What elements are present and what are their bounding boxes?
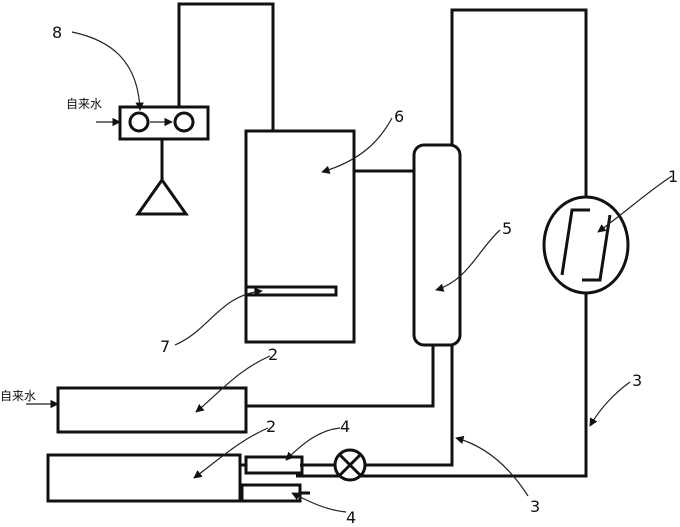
exchanger-to-pipe2-line (246, 345, 435, 408)
leader-4-lower (291, 492, 347, 513)
pump-housing (118, 105, 210, 141)
pump-base-triangle (135, 177, 189, 216)
leader-3-right (589, 381, 631, 427)
leader-8 (71, 31, 144, 111)
inlet-bottom-label: 自来水 (0, 389, 36, 403)
expansion-valve-x2 (338, 453, 362, 477)
leader-7 (174, 287, 263, 346)
leader-1 (597, 175, 673, 233)
valve-lower (240, 483, 302, 503)
label-1: 1 (668, 167, 678, 186)
tank (244, 129, 356, 344)
label-2-upper: 2 (268, 345, 278, 364)
compressor-symbol-left (560, 208, 590, 276)
coil-plate (244, 285, 338, 297)
label-5: 5 (502, 219, 512, 238)
label-7: 7 (160, 337, 170, 356)
leader-4-upper (285, 427, 341, 461)
leader-6 (321, 117, 393, 174)
heat-exchanger (412, 143, 462, 347)
exchanger-to-valve-line (366, 345, 454, 467)
pump-rotor-left (128, 111, 150, 133)
pipe-upper (56, 386, 248, 434)
leader-5 (435, 229, 501, 292)
label-2-lower: 2 (266, 417, 276, 436)
exchanger-to-compressor-pipe (450, 8, 588, 200)
leader-2-lower (193, 427, 269, 479)
leader-2-upper (195, 355, 271, 413)
pump-rotor-right (173, 111, 195, 133)
leader-3-mid (455, 435, 529, 497)
compressor-symbol-right (582, 214, 612, 282)
label-3-right: 3 (632, 371, 642, 390)
pipe-lower (46, 453, 242, 503)
label-4-lower: 4 (346, 508, 356, 527)
valve-upper (244, 455, 304, 475)
label-4-upper: 4 (340, 417, 350, 436)
pump-to-tank-pipe (177, 2, 275, 131)
label-3-mid: 3 (530, 497, 540, 516)
label-6: 6 (394, 107, 404, 126)
inlet-top-label: 自来水 (66, 97, 102, 111)
label-8: 8 (52, 23, 62, 42)
compressor-return-pipe (296, 293, 588, 478)
